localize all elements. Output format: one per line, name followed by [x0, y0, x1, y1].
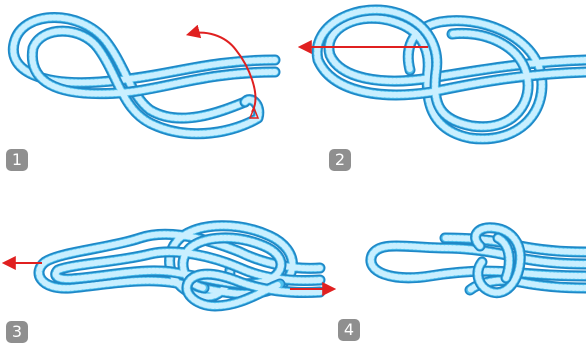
step-4-badge: 4 — [338, 319, 360, 341]
step-3-badge: 3 — [6, 321, 28, 343]
step-2-badge: 2 — [329, 149, 351, 171]
step-1-badge: 1 — [6, 149, 28, 171]
step-4-panel — [371, 228, 586, 293]
step-3-rope — [39, 226, 320, 306]
step-1-rope — [13, 18, 275, 134]
step-1-panel — [13, 18, 275, 134]
step-4-rope — [371, 228, 586, 293]
step-3-panel — [6, 226, 332, 306]
step-2-panel — [302, 10, 586, 139]
step-2-rope — [317, 10, 586, 139]
